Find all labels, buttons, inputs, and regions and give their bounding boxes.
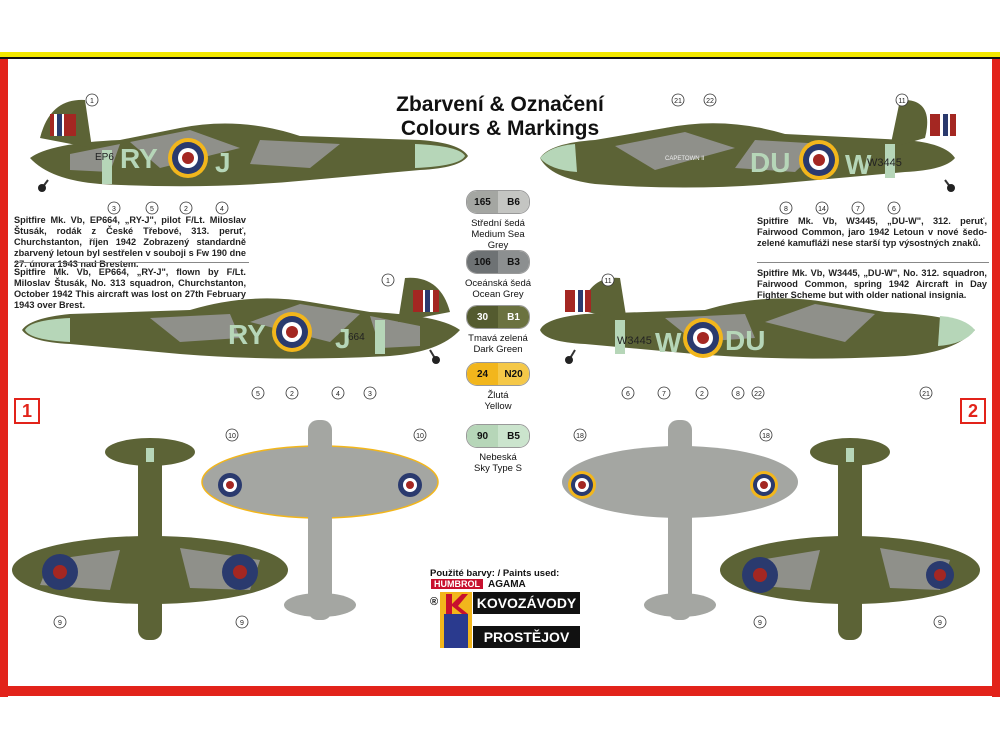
scheme2-bottom-view	[562, 420, 798, 620]
paints-label: Použité barvy: / Paints used:	[430, 568, 560, 579]
top-border-line	[0, 57, 1000, 59]
code-letter-w: W	[845, 149, 872, 180]
title-czech: Zbarvení & Označení	[396, 93, 604, 116]
title-english: Colours & Markings	[400, 117, 600, 140]
code-letter-right-2: J	[335, 323, 351, 354]
scheme1-left-profile: RY J EP6	[30, 99, 468, 192]
bottom-border	[0, 686, 1000, 696]
scheme2-divider	[757, 262, 989, 263]
scheme1-description-cz: Spitfire Mk. Vb, EP664, „RY-J", pilot F/…	[14, 215, 246, 269]
code-letter-right: J	[215, 147, 231, 178]
manufacturer-line2: PROSTĚJOV	[473, 626, 580, 648]
code-letter-w-2: W	[655, 327, 682, 358]
scheme2-top-view	[720, 438, 980, 640]
code-letters-left-2: RY	[228, 319, 266, 350]
left-border	[0, 59, 8, 697]
scheme1-divider	[14, 262, 249, 263]
agama-logo: AGAMA	[488, 579, 526, 590]
scheme2-left-profile: DU W W3445 CAPETOWN II	[540, 99, 956, 192]
serial-number: EP6	[95, 152, 114, 163]
scheme1-bottom-view	[201, 420, 439, 620]
scheme1-badge: 1	[14, 398, 40, 424]
km-logo-icon	[440, 592, 472, 648]
code-letters-left: RY	[120, 143, 158, 174]
manufacturer-line1: KOVOZÁVODY	[473, 592, 580, 614]
serial-tail: 664	[348, 332, 365, 343]
serial-w3445-2: W3445	[617, 335, 652, 347]
scheme1-description-en: Spitfire Mk. Vb, EP664, „RY-J", flown by…	[14, 267, 246, 310]
nose-art: CAPETOWN II	[665, 156, 705, 162]
scheme2-description-en: Spitfire Mk. Vb, W3445, „DU-W", No. 312.…	[757, 268, 987, 300]
scheme2-description-cz: Spitfire Mk. Vb, W3445, „DU-W", 312. per…	[757, 216, 987, 248]
code-letters-du-2: DU	[725, 325, 765, 356]
serial-w3445: W3445	[867, 157, 902, 169]
code-letters-du: DU	[750, 147, 790, 178]
scheme2-badge: 2	[960, 398, 986, 424]
page-title: Zbarvení & Označení Colours & Markings	[340, 93, 660, 141]
scheme2-right-profile: DU W W3445	[540, 277, 975, 364]
registered-mark: ®	[430, 596, 439, 608]
right-border	[992, 59, 1000, 697]
top-border-yellow	[0, 52, 1000, 58]
scheme1-top-view	[12, 438, 288, 640]
humbrol-logo: HUMBROL	[431, 579, 483, 589]
logo-gap	[473, 614, 580, 626]
kovozavody-logo: ® KOVOZÁVODY PROSTĚJOV	[430, 592, 580, 648]
scheme1-right-profile: RY J 664	[22, 277, 460, 364]
